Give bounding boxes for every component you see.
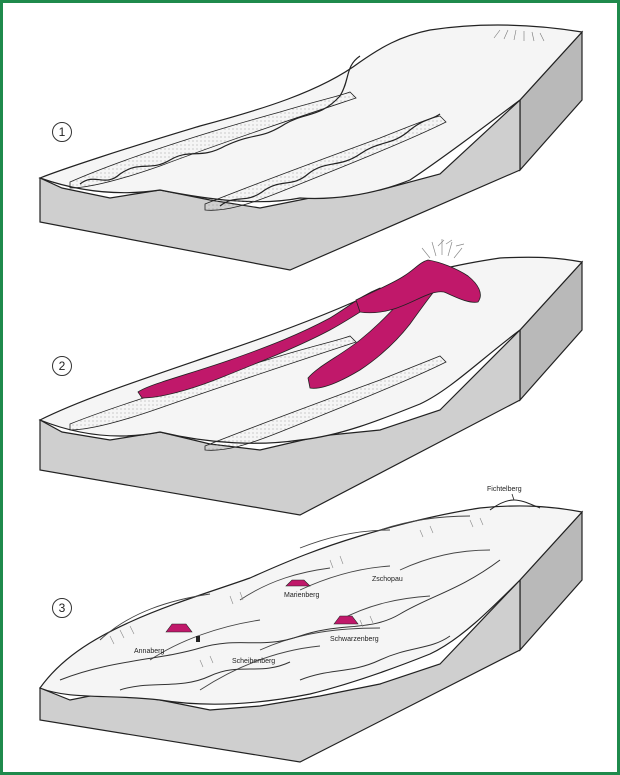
step-label-2: 2 — [52, 356, 72, 376]
place-label-marienberg: Marienberg — [284, 592, 319, 599]
step-label-3: 3 — [52, 598, 72, 618]
place-label-fichtelberg: Fichtelberg — [487, 486, 522, 493]
block-2 — [40, 239, 582, 515]
place-label-zschopau: Zschopau — [372, 576, 403, 583]
eruption-plume — [422, 239, 464, 258]
place-label-annaberg: Annaberg — [134, 648, 164, 655]
step-label-1: 1 — [52, 122, 72, 142]
town-marker — [196, 636, 200, 642]
place-label-schwarzenberg: Schwarzenberg — [330, 636, 379, 643]
place-label-scheibenberg: Scheibenberg — [232, 658, 275, 665]
fichtelberg-leader — [512, 494, 514, 500]
block-1 — [40, 25, 582, 270]
block-3 — [40, 494, 582, 762]
